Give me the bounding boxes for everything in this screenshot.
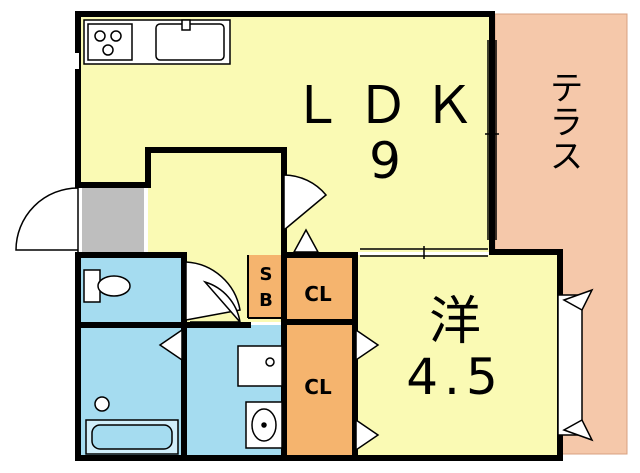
washbasin (237, 345, 283, 449)
western-room-floor (355, 255, 560, 455)
closet-lower-floor (286, 325, 352, 455)
ldk-room-size: 9 (369, 132, 401, 190)
closet-upper-label: CL (304, 282, 332, 306)
terrace-sliding-door (485, 40, 499, 240)
storage-floor (248, 255, 282, 317)
western-sliding-door (360, 246, 488, 259)
toilet-fixture (83, 269, 131, 303)
ldk-room-name: ＬＤＫ (290, 76, 489, 136)
western-room-size: 4.5 (406, 348, 504, 406)
thin-walls (79, 52, 284, 319)
ldk-door (283, 174, 328, 231)
entrance-door (15, 187, 79, 252)
storage-label-top: S (259, 264, 273, 285)
terrace-label: テラス (543, 70, 583, 172)
western-window (557, 288, 594, 442)
kitchen (83, 19, 231, 65)
closet-doors (158, 228, 380, 452)
western-room-name: 洋 (428, 292, 481, 352)
storage-label: S B (251, 262, 281, 314)
closet-upper-floor (286, 258, 352, 320)
closet-lower-label: CL (304, 375, 332, 399)
bathtub (85, 396, 179, 455)
washroom-door (190, 280, 242, 325)
ldk-floor (80, 16, 490, 255)
storage-label-bottom: B (259, 290, 273, 311)
entrance-floor (82, 188, 144, 253)
